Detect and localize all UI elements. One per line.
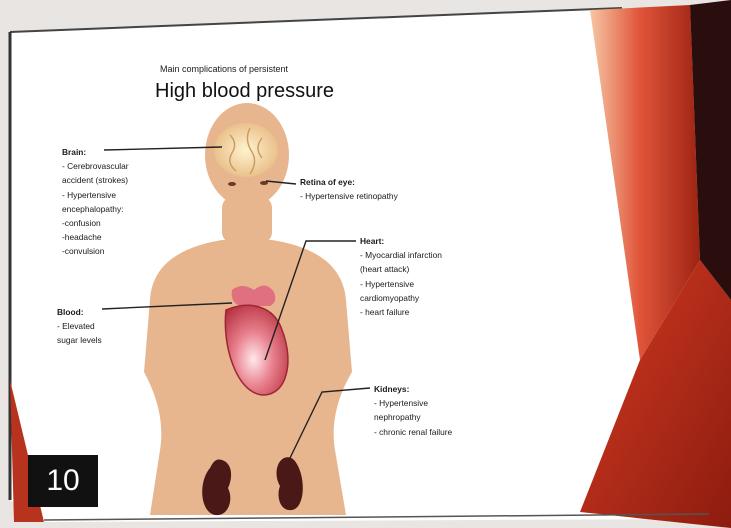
eye-label-group: Retina of eye: - Hypertensive retinopath… <box>300 175 398 203</box>
blood-label-group: Blood: - Elevated sugar levels <box>57 305 102 348</box>
heart-list: - Myocardial infarction (heart attack) -… <box>360 248 442 319</box>
brain-line-1: - Cerebrovascular <box>62 159 129 173</box>
heart-line-4: cardiomyopathy <box>360 291 442 305</box>
brain-list: - Cerebrovascular accident (strokes) - H… <box>62 159 129 258</box>
brain-line-7: -convulsion <box>62 244 129 258</box>
blood-line-2: sugar levels <box>57 333 102 347</box>
heart-line-5: - heart failure <box>360 305 442 319</box>
left-eye <box>228 182 236 186</box>
blood-heading: Blood: <box>57 305 102 319</box>
kidney-line-3: - chronic renal failure <box>374 425 452 439</box>
brain-line-6: -headache <box>62 230 129 244</box>
brain-line-2: accident (strokes) <box>62 173 129 187</box>
eye-heading: Retina of eye: <box>300 175 398 189</box>
heart-label-group: Heart: - Myocardial infarction (heart at… <box>360 234 442 319</box>
kidney-label-group: Kidneys: - Hypertensive nephropathy - ch… <box>374 382 452 439</box>
blood-line-1: - Elevated <box>57 319 102 333</box>
eye-list: - Hypertensive retinopathy <box>300 189 398 203</box>
kidney-heading: Kidneys: <box>374 382 452 396</box>
kidney-line-1: - Hypertensive <box>374 396 452 410</box>
heart-line-1: - Myocardial infarction <box>360 248 442 262</box>
slide-supertitle: Main complications of persistent <box>160 64 288 74</box>
brain-organ <box>214 123 278 177</box>
heart-line-3: - Hypertensive <box>360 277 442 291</box>
brain-label-group: Brain: - Cerebrovascular accident (strok… <box>62 145 129 259</box>
neck <box>222 196 272 244</box>
kidney-line-2: nephropathy <box>374 410 452 424</box>
brain-line-4: encephalopathy: <box>62 202 129 216</box>
slide-title: High blood pressure <box>155 80 334 103</box>
brain-line-3: - Hypertensive <box>62 188 129 202</box>
kidney-list: - Hypertensive nephropathy - chronic ren… <box>374 396 452 439</box>
slide-number: 10 <box>28 455 98 507</box>
brain-line-5: -confusion <box>62 216 129 230</box>
eye-line-1: - Hypertensive retinopathy <box>300 189 398 203</box>
heart-heading: Heart: <box>360 234 442 248</box>
blood-list: - Elevated sugar levels <box>57 319 102 347</box>
brain-heading: Brain: <box>62 145 129 159</box>
heart-line-2: (heart attack) <box>360 262 442 276</box>
